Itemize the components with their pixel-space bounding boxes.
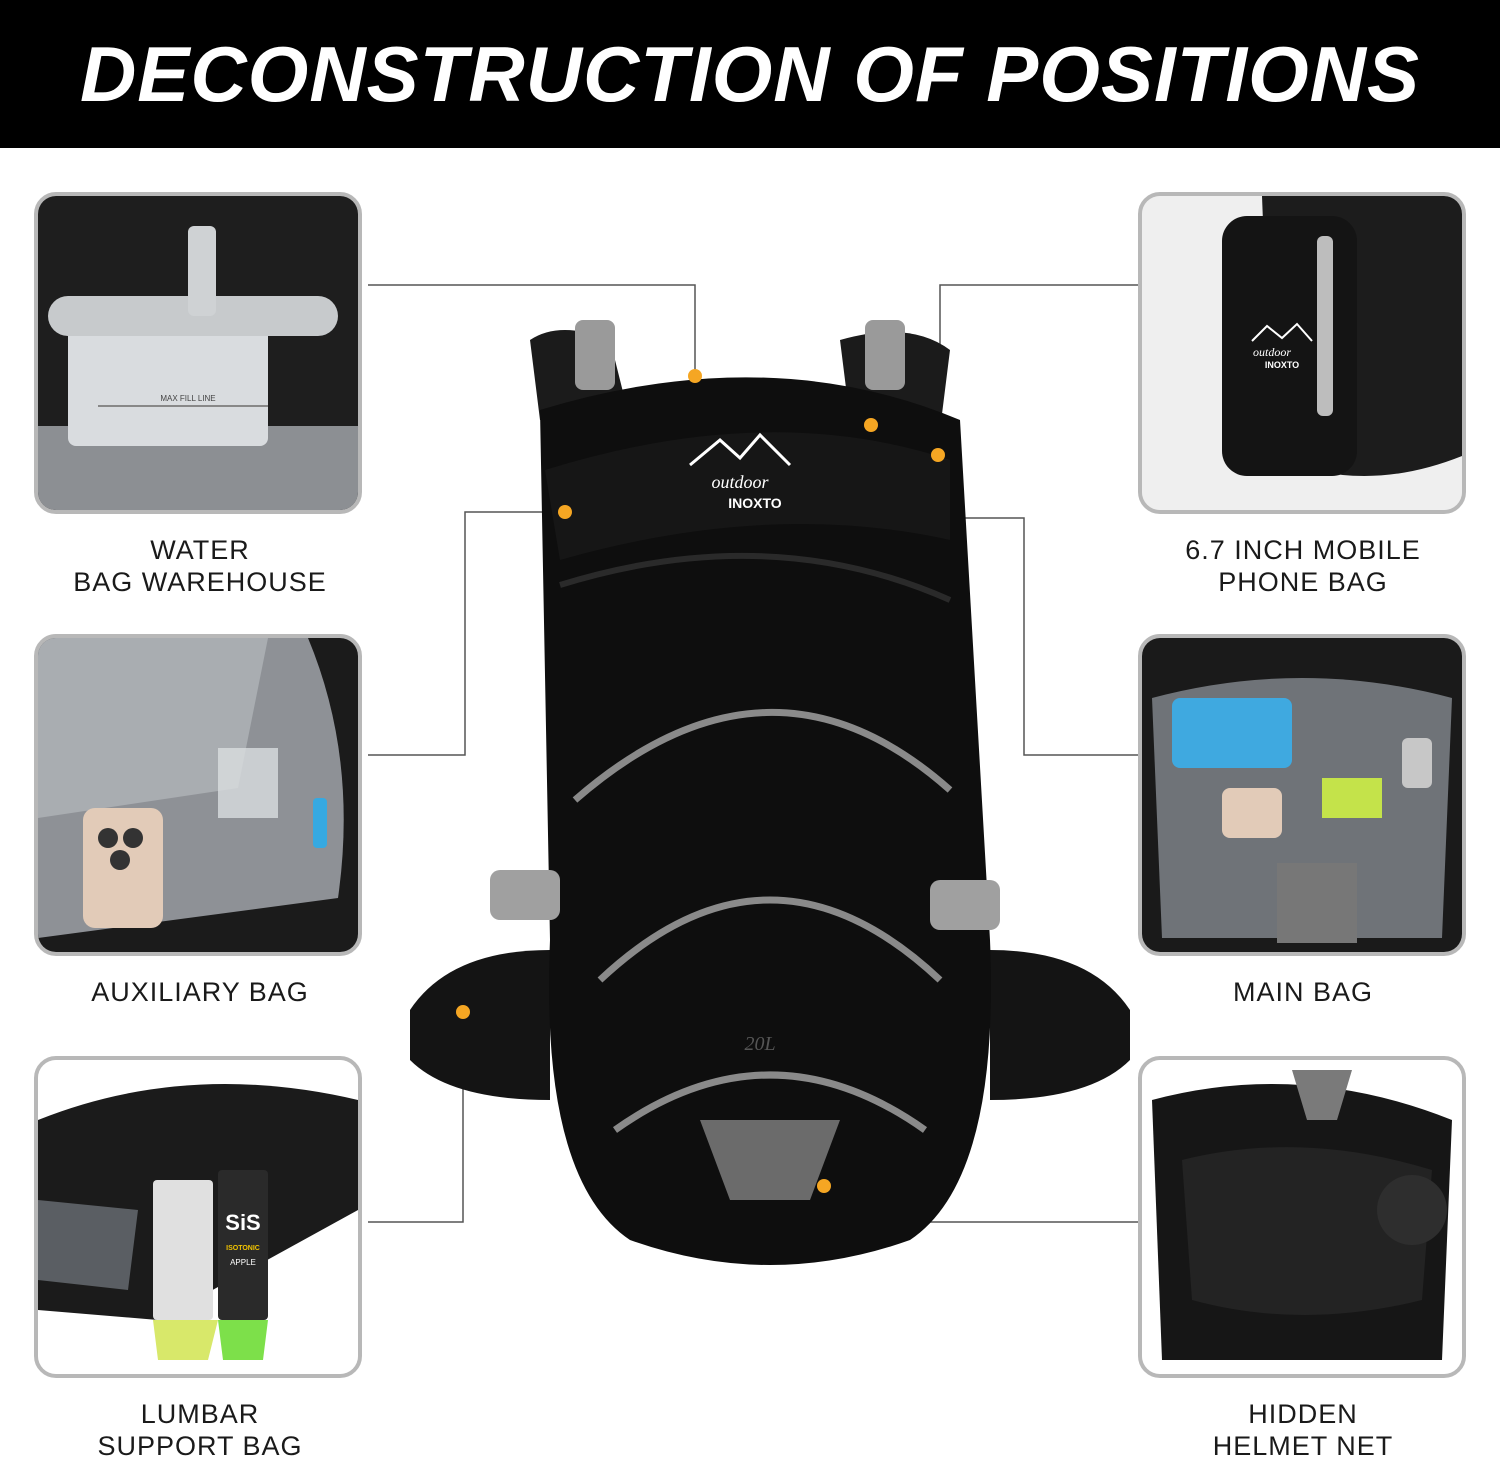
caption-line: AUXILIARY BAG — [91, 977, 309, 1007]
title-banner: DECONSTRUCTION OF POSITIONS — [0, 0, 1500, 148]
helmet-net-photo — [1138, 1056, 1466, 1378]
caption-line: MAIN BAG — [1232, 977, 1374, 1007]
caption-line: 6.7 INCH MOBILE — [1185, 535, 1421, 565]
helmet-net-image — [1142, 1060, 1462, 1374]
marker-auxiliary-bag — [558, 505, 572, 519]
caption-line: HIDDEN — [1248, 1399, 1358, 1429]
page-title: DECONSTRUCTION OF POSITIONS — [79, 29, 1421, 118]
caption-line: BAG WAREHOUSE — [73, 567, 327, 597]
main-bag-photo — [1138, 634, 1466, 956]
lumbar-bag-photo: SiS ISOTONIC APPLE — [34, 1056, 362, 1378]
gel-brand: SiS — [225, 1210, 260, 1235]
caption-line: PHONE BAG — [1218, 567, 1388, 597]
marker-lumbar-bag — [456, 1005, 470, 1019]
marker-water-bag — [688, 369, 702, 383]
pouch-logo-line1: outdoor — [1253, 345, 1291, 359]
phone-bag-photo: outdoor INOXTO — [1138, 192, 1466, 514]
water-bag-photo: MAX FILL LINE — [34, 192, 362, 514]
caption-line: HELMET NET — [1212, 1431, 1394, 1461]
lumbar-bag-image: SiS ISOTONIC APPLE — [38, 1060, 358, 1374]
caption-line: SUPPORT BAG — [97, 1431, 303, 1461]
gel-type: ISOTONIC — [226, 1245, 260, 1252]
water-bag-image: MAX FILL LINE — [38, 196, 358, 510]
caption-water-bag: WATER BAG WAREHOUSE — [30, 534, 370, 598]
caption-line: LUMBAR — [140, 1399, 260, 1429]
caption-line: WATER — [150, 535, 250, 565]
caption-phone-bag: 6.7 INCH MOBILE PHONE BAG — [1133, 534, 1473, 598]
caption-lumbar-bag: LUMBAR SUPPORT BAG — [30, 1398, 370, 1462]
caption-main-bag: MAIN BAG — [1133, 976, 1473, 1008]
backpack-capacity: 20L — [744, 1033, 775, 1055]
pouch-logo-line2: INOXTO — [1265, 360, 1299, 370]
marker-phone-bag — [931, 448, 945, 462]
marker-helmet-net — [817, 1179, 831, 1193]
backpack-logo-line1: outdoor — [711, 472, 769, 492]
backpack-logo-line2: INOXTO — [728, 495, 782, 511]
auxiliary-bag-image — [38, 638, 358, 952]
main-bag-image — [1142, 638, 1462, 952]
gel-flavor: APPLE — [230, 1258, 256, 1267]
auxiliary-bag-photo — [34, 634, 362, 956]
caption-helmet-net: HIDDEN HELMET NET — [1133, 1398, 1473, 1462]
caption-auxiliary-bag: AUXILIARY BAG — [30, 976, 370, 1008]
water-bag-fill-label: MAX FILL LINE — [160, 394, 215, 403]
phone-bag-image: outdoor INOXTO — [1142, 196, 1462, 510]
backpack-illustration: outdoor INOXTO 20L — [410, 320, 1130, 1265]
marker-phone-bag-top — [864, 418, 878, 432]
